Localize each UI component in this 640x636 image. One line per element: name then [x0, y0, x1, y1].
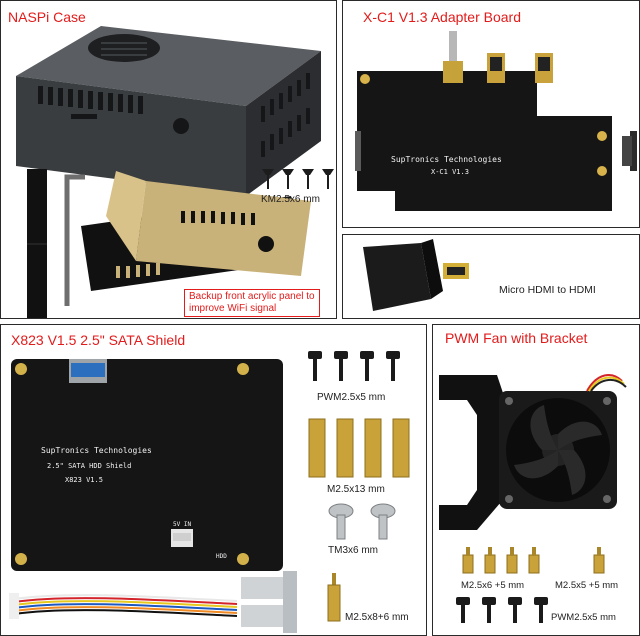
x823-board-image — [11, 359, 283, 571]
pcb-text-line-3: X823 V1.5 — [65, 476, 103, 484]
acrylic-panels — [81, 171, 311, 291]
naspi-case-image — [16, 26, 321, 196]
pcb-text-line-1: SupTronics Technologies — [41, 446, 152, 455]
part-label-pwm: PWM2.5x5 mm — [317, 392, 386, 403]
fan-standoffs-m2-5x6 — [462, 547, 540, 574]
hdmi-adapter-image — [363, 239, 469, 311]
standoff-m2-5x8-6 — [327, 573, 341, 622]
hdmi-adapter-panel: Micro HDMI to HDMI — [342, 234, 640, 319]
panel-title: PWM Fan with Bracket — [445, 330, 588, 346]
note-line-1: Backup front acrylic panel to — [189, 291, 315, 302]
part-label-tm3x6: TM3x6 mm — [328, 545, 378, 556]
fan-part-label-m2-5x6: M2.5x6 +5 mm — [461, 580, 525, 591]
screw-label: KM2.5x6 mm — [261, 194, 320, 205]
part-label-m2-5x8-6: M2.5x8+6 mm — [345, 612, 409, 623]
part-label-m2-5x13: M2.5x13 mm — [327, 484, 385, 495]
standoffs-m2-5x13 — [308, 418, 410, 478]
panel-title: NASPi Case — [8, 9, 86, 25]
fan-pwm-screws — [456, 597, 548, 623]
pcb-text-5v: 5V IN — [173, 521, 192, 528]
fan-part-label-pwm: PWM2.5x5 mm — [551, 612, 616, 623]
sata-cable-image — [9, 593, 238, 619]
hdmi-adapter-label: Micro HDMI to HDMI — [499, 284, 596, 296]
foam-strip — [27, 169, 47, 318]
hex-key — [64, 174, 85, 306]
tm-screws — [328, 503, 396, 540]
x-c1-board-image — [355, 31, 637, 211]
km-screws — [262, 169, 334, 189]
x-c1-board-panel: X-C1 V1.3 Adapter Board SupTronics Techn… — [342, 0, 640, 228]
panel-title: X-C1 V1.3 Adapter Board — [363, 9, 521, 25]
pcb-text-hdd: HDD — [216, 553, 227, 560]
acrylic-note: Backup front acrylic panel to improve Wi… — [184, 289, 320, 317]
pwm-screws — [308, 351, 400, 381]
fan-part-label-m2-5x5: M2.5x5 +5 mm — [555, 580, 619, 591]
note-line-2: improve WiFi signal — [189, 303, 277, 314]
panel-title: X823 V1.5 2.5" SATA Shield — [11, 332, 186, 348]
pcb-text-line-2: X-C1 V1.3 — [431, 168, 469, 176]
pcb-text-line-1: SupTronics Technologies — [391, 155, 502, 164]
pwm-fan-panel: PWM Fan with Bracket M2.5x6 +5 mm M2.5x5… — [432, 324, 640, 636]
pcb-text-line-2: 2.5" SATA HDD Shield — [47, 462, 132, 470]
x823-shield-panel: X823 V1.5 2.5" SATA Shield SupTronics Te… — [0, 324, 427, 636]
fan-standoff-m2-5x5 — [593, 547, 605, 574]
fan-bracket-image — [439, 374, 627, 530]
usb-bridge-image — [241, 571, 297, 633]
naspi-case-panel: NASPi Case — [0, 0, 337, 319]
